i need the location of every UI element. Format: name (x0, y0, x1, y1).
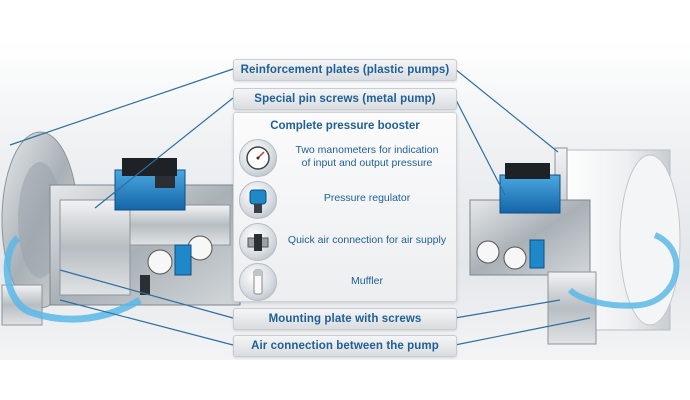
reinforcement-plates-label: Reinforcement plates (plastic pumps) (233, 59, 457, 81)
booster-title: Complete pressure booster (270, 120, 420, 132)
special-pin-screws-label: Special pin screws (metal pump) (233, 88, 457, 110)
right-pressure-regulator (529, 239, 545, 269)
feature-air-connection-text: Quick air connection for air supply (287, 234, 447, 246)
mounting-plate-label: Mounting plate with screws (233, 308, 457, 330)
right-plastic-pump (469, 147, 681, 345)
left-valve-coil (122, 158, 177, 176)
manometer-icon (239, 139, 277, 177)
right-air-hose (567, 232, 680, 309)
right-solenoid-valve (499, 174, 561, 214)
feature-manometers-line1: Two manometers for indication (295, 144, 439, 156)
feature-manometers-line2: of input and output pressure (301, 157, 433, 169)
left-manometer-2 (187, 235, 213, 261)
right-manometer-1 (476, 240, 500, 264)
left-manometer-1 (147, 249, 173, 275)
feature-regulator-text: Pressure regulator (323, 192, 411, 204)
quick-air-connection-icon (239, 223, 277, 261)
pressure-booster-panel: Complete pressure booster Two manometers… (233, 112, 457, 302)
right-manometer-2 (503, 246, 527, 270)
leader-lines (9, 68, 591, 346)
left-metal-pump (1, 131, 241, 326)
right-valve-coil (505, 163, 550, 179)
muffler-icon (239, 263, 277, 301)
left-pressure-regulator (174, 244, 192, 276)
right-mounting-plate (547, 271, 597, 345)
pressure-regulator-icon (239, 181, 277, 219)
air-connection-label: Air connection between the pump (233, 335, 457, 357)
feature-muffler-text: Muffler (351, 275, 383, 287)
feature-manometers-text: Two manometers for indication of input a… (282, 144, 452, 170)
